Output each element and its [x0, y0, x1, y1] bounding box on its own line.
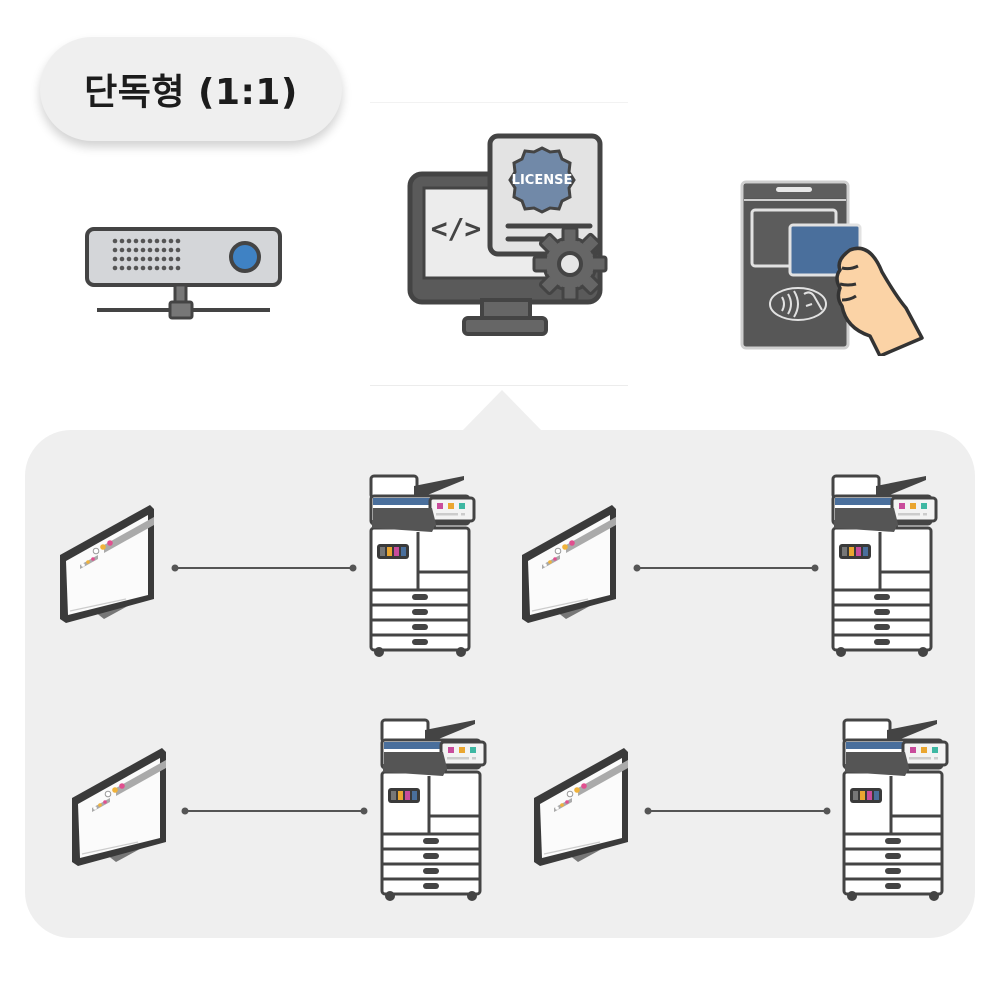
connection-line: [180, 805, 370, 817]
card-reader-icon: [740, 180, 926, 356]
title-label: 단독형 (1:1): [84, 72, 298, 113]
pc-monitor-icon: [68, 746, 168, 876]
multifunction-printer-icon: [830, 472, 938, 658]
pc-monitor-icon: [56, 503, 156, 633]
pc-monitor-icon: [518, 503, 618, 633]
projector-icon: [84, 226, 284, 322]
multifunction-printer-icon: [841, 716, 949, 902]
pairs-panel: [25, 430, 975, 938]
connection-line: [643, 805, 833, 817]
license-badge-text: LICENSE: [512, 173, 573, 188]
connection-line: [170, 562, 360, 574]
multifunction-printer-icon: [368, 472, 476, 658]
title-badge: 단독형 (1:1): [40, 37, 342, 141]
callout-pointer: [462, 390, 542, 431]
license-monitor-icon: </> LICENSE: [404, 132, 610, 340]
connection-line: [632, 562, 822, 574]
multifunction-printer-icon: [379, 716, 487, 902]
code-glyph: </>: [431, 212, 482, 245]
pc-monitor-icon: [530, 746, 630, 876]
